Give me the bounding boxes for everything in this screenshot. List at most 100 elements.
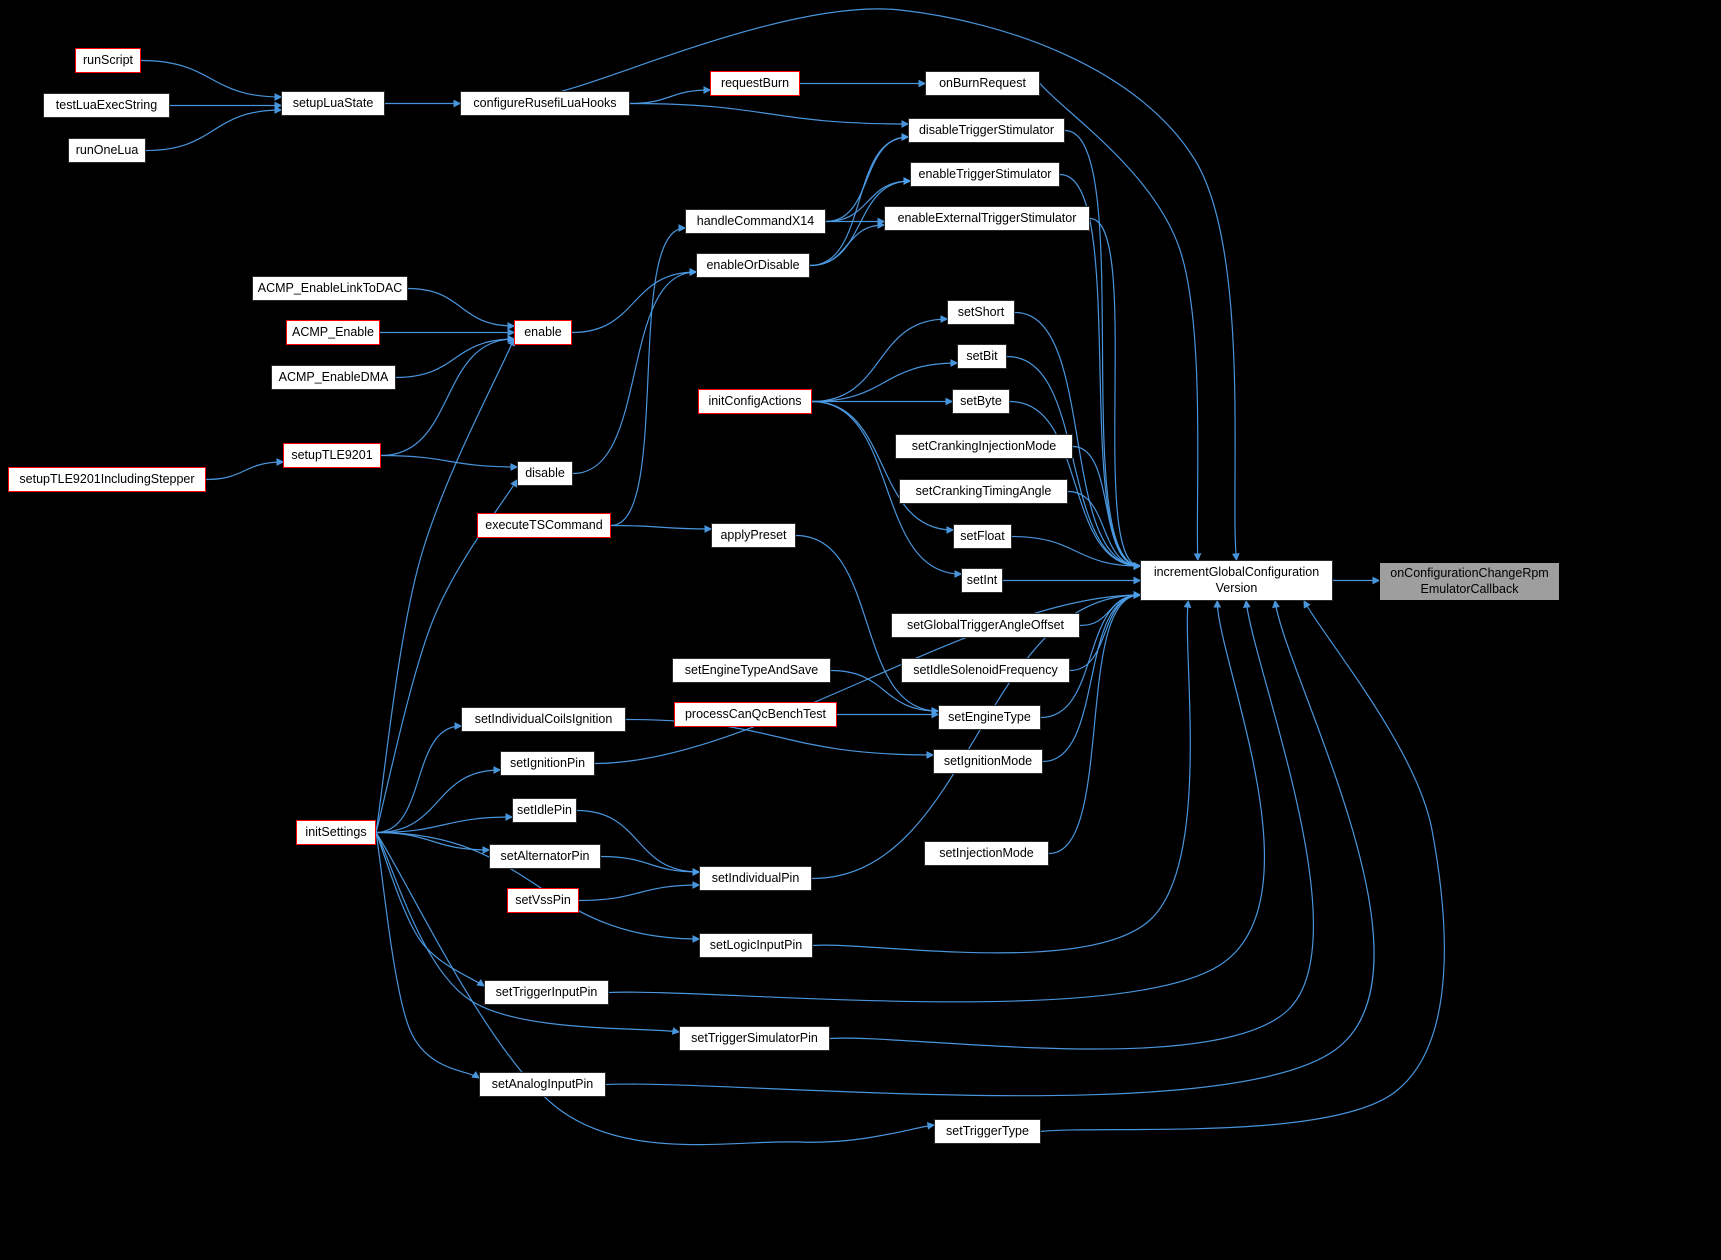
graph-node-handleCommandX14[interactable]: handleCommandX14 — [685, 209, 826, 234]
graph-node-setIdleSolenoidFrequency[interactable]: setIdleSolenoidFrequency — [901, 658, 1070, 683]
graph-node-setIndividualCoilsIgnition[interactable]: setIndividualCoilsIgnition — [461, 707, 626, 732]
graph-node-setEngineTypeAndSave[interactable]: setEngineTypeAndSave — [672, 658, 831, 683]
graph-node-setByte[interactable]: setByte — [952, 389, 1010, 414]
graph-node-label: requestBurn — [720, 75, 790, 90]
graph-node-label: configureRusefiLuaHooks — [473, 95, 617, 110]
call-edge-enableOrDisable--disableTriggerStimulator — [809, 133, 910, 267]
graph-node-setCrankingTimingAngle[interactable]: setCrankingTimingAngle — [899, 479, 1068, 504]
graph-node-enableOrDisable[interactable]: enableOrDisable — [696, 253, 810, 278]
graph-node-runScript[interactable]: runScript — [75, 48, 141, 73]
graph-node-label: setTriggerType — [946, 1123, 1029, 1138]
graph-node-label: setShort — [957, 304, 1005, 319]
graph-node-label: setVssPin — [515, 892, 571, 907]
graph-node-setupLuaState[interactable]: setupLuaState — [281, 91, 385, 116]
call-edge-executeTSCommand--applyPreset — [610, 524, 713, 533]
graph-node-setIgnitionMode[interactable]: setIgnitionMode — [933, 749, 1043, 774]
graph-node-setIgnitionPin[interactable]: setIgnitionPin — [500, 751, 595, 776]
graph-node-label: setupTLE9201IncludingStepper — [19, 471, 195, 486]
graph-node-disable[interactable]: disable — [517, 461, 573, 486]
graph-node-label: setIdleSolenoidFrequency — [913, 662, 1058, 677]
call-edge-setLogicInputPin--incrementGlobalConfigurationVersion — [812, 599, 1192, 954]
graph-node-setInjectionMode[interactable]: setInjectionMode — [924, 841, 1049, 866]
graph-node-setLogicInputPin[interactable]: setLogicInputPin — [699, 933, 813, 958]
graph-node-setEngineType[interactable]: setEngineType — [938, 705, 1041, 730]
graph-node-setBit[interactable]: setBit — [957, 344, 1007, 369]
graph-node-setVssPin[interactable]: setVssPin — [507, 888, 579, 913]
graph-node-testLuaExecString[interactable]: testLuaExecString — [43, 93, 170, 118]
call-edge-applyPreset--setEngineType — [795, 534, 940, 715]
call-edge-enableExternalTriggerStimulator--incrementGlobalConfigurationVersion — [1089, 217, 1142, 570]
call-edge-ACMP_EnableDMA--enable — [395, 335, 516, 379]
graph-node-setAlternatorPin[interactable]: setAlternatorPin — [489, 844, 601, 869]
call-edge-setAnalogInputPin--incrementGlobalConfigurationVersion — [605, 599, 1375, 1097]
graph-node-setFloat[interactable]: setFloat — [953, 524, 1012, 549]
call-edge-initSettings--setTriggerType — [375, 832, 936, 1146]
graph-node-label: processCanQcBenchTest — [684, 706, 827, 721]
graph-node-label: setupTLE9201 — [291, 447, 373, 462]
graph-node-setCrankingInjectionMode[interactable]: setCrankingInjectionMode — [895, 434, 1073, 459]
graph-node-ACMP_EnableDMA[interactable]: ACMP_EnableDMA — [271, 365, 396, 390]
graph-node-label: ACMP_EnableLinkToDAC — [257, 280, 403, 295]
call-edge-setShort--incrementGlobalConfigurationVersion — [1014, 311, 1142, 570]
graph-node-setIndividualPin[interactable]: setIndividualPin — [699, 866, 812, 891]
graph-node-enable[interactable]: enable — [514, 320, 572, 345]
graph-node-label: setCrankingInjectionMode — [911, 438, 1057, 453]
graph-node-configureRusefiLuaHooks[interactable]: configureRusefiLuaHooks — [460, 91, 630, 116]
graph-node-runOneLua[interactable]: runOneLua — [68, 138, 146, 163]
call-edge-initSettings--setIndividualCoilsIgnition — [375, 722, 463, 834]
graph-node-setupTLE9201[interactable]: setupTLE9201 — [283, 443, 381, 468]
call-edge-initSettings--setTriggerInputPin — [375, 832, 485, 987]
graph-node-label: setIgnitionMode — [943, 753, 1033, 768]
call-edge-initSettings--setIdlePin — [375, 813, 514, 834]
graph-node-processCanQcBenchTest[interactable]: processCanQcBenchTest — [674, 702, 837, 727]
graph-node-setupTLE9201IncludingStepper[interactable]: setupTLE9201IncludingStepper — [8, 467, 206, 492]
graph-node-applyPreset[interactable]: applyPreset — [711, 523, 796, 548]
graph-node-setGlobalTriggerAngleOffset[interactable]: setGlobalTriggerAngleOffset — [891, 613, 1080, 638]
call-edge-setBit--incrementGlobalConfigurationVersion — [1006, 355, 1142, 570]
graph-node-label: setAlternatorPin — [500, 848, 590, 863]
graph-node-label: applyPreset — [720, 527, 787, 542]
graph-node-label: initConfigActions — [708, 393, 802, 408]
graph-node-label: enableOrDisable — [706, 257, 800, 272]
graph-node-label: setInt — [966, 572, 998, 587]
graph-node-executeTSCommand[interactable]: executeTSCommand — [477, 513, 611, 538]
call-edge-disable--enableOrDisable — [572, 268, 698, 475]
graph-node-setTriggerType[interactable]: setTriggerType — [934, 1119, 1041, 1144]
call-edge-setupTLE9201--enable — [380, 335, 516, 457]
call-edge-setupTLE9201--disable — [380, 454, 519, 471]
graph-node-label: setTriggerSimulatorPin — [691, 1030, 818, 1045]
graph-node-label: setInjectionMode — [939, 845, 1034, 860]
graph-node-requestBurn[interactable]: requestBurn — [710, 71, 800, 96]
call-edge-setTriggerSimulatorPin--incrementGlobalConfigurationVersion — [829, 599, 1314, 1050]
graph-node-setInt[interactable]: setInt — [961, 568, 1003, 593]
call-edge-setFloat--incrementGlobalConfigurationVersion — [1011, 535, 1142, 570]
graph-node-initSettings[interactable]: initSettings — [296, 820, 376, 845]
call-edge-runOneLua--setupLuaState — [145, 106, 283, 152]
call-edge-initSettings--enable — [375, 337, 515, 833]
call-edge-initSettings--setLogicInputPin — [375, 831, 701, 943]
graph-node-disableTriggerStimulator[interactable]: disableTriggerStimulator — [908, 118, 1065, 143]
graph-node-enableTriggerStimulator[interactable]: enableTriggerStimulator — [910, 162, 1060, 187]
graph-node-setAnalogInputPin[interactable]: setAnalogInputPin — [479, 1072, 606, 1097]
graph-node-initConfigActions[interactable]: initConfigActions — [698, 389, 812, 414]
call-edge-enableTriggerStimulator--incrementGlobalConfigurationVersion — [1059, 173, 1142, 570]
graph-node-setShort[interactable]: setShort — [947, 300, 1015, 325]
graph-node-enableExternalTriggerStimulator[interactable]: enableExternalTriggerStimulator — [884, 206, 1090, 231]
graph-node-setIdlePin[interactable]: setIdlePin — [512, 798, 577, 823]
call-edge-setIgnitionPin--incrementGlobalConfigurationVersion — [594, 591, 1142, 765]
graph-node-label: initSettings — [305, 824, 367, 839]
graph-node-onBurnRequest[interactable]: onBurnRequest — [925, 71, 1040, 96]
call-edge-configureRusefiLuaHooks--incrementGlobalConfigurationVersion — [561, 8, 1240, 562]
call-edge-setByte--incrementGlobalConfigurationVersion — [1009, 400, 1142, 570]
graph-node-setTriggerSimulatorPin[interactable]: setTriggerSimulatorPin — [679, 1026, 830, 1051]
graph-node-label: setByte — [960, 393, 1002, 408]
graph-node-label: setEngineType — [948, 709, 1031, 724]
graph-node-ACMP_Enable[interactable]: ACMP_Enable — [286, 320, 380, 345]
call-edge-initConfigActions--setBit — [811, 359, 959, 403]
graph-node-incrementGlobalConfigurationVersion[interactable]: incrementGlobalConfiguration Version — [1140, 560, 1333, 601]
graph-node-setTriggerInputPin[interactable]: setTriggerInputPin — [484, 980, 609, 1005]
graph-node-ACMP_EnableLinkToDAC[interactable]: ACMP_EnableLinkToDAC — [252, 276, 408, 301]
